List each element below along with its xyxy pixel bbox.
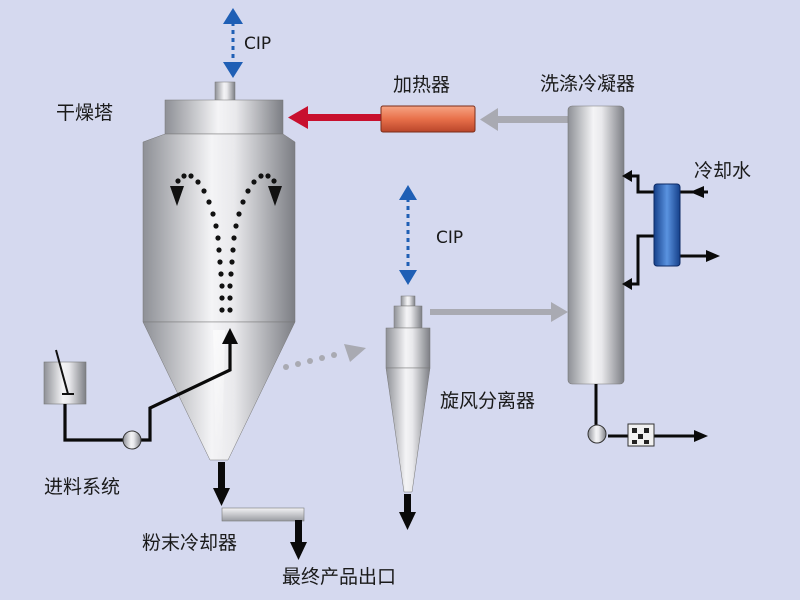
hot-air-arrow — [288, 106, 383, 129]
cooling-return-arrow — [622, 278, 632, 290]
product-outlet-arrow — [290, 520, 307, 560]
label-product-outlet: 最终产品出口 — [282, 566, 397, 588]
cyclone-body — [385, 327, 431, 369]
label-feed-system: 进料系统 — [44, 476, 121, 498]
cip-arrow-cyclone — [399, 185, 417, 285]
condenser-drain-line — [594, 384, 696, 438]
tower-top-cap — [164, 99, 284, 135]
cyclone-top-pipe — [400, 295, 416, 307]
label-tower: 干燥塔 — [56, 102, 114, 124]
cyclone-to-condenser-arrow — [430, 302, 568, 322]
pump-icon — [587, 424, 607, 444]
pump-icon-feed — [122, 430, 142, 450]
rotary-valve-icon — [627, 423, 655, 447]
label-heater: 加热器 — [393, 74, 451, 96]
powder-cooler-tube — [221, 507, 305, 522]
spray-pattern — [175, 173, 277, 313]
cyclone-collar — [393, 305, 423, 329]
spray-plume — [213, 330, 225, 460]
tower-nozzle — [214, 81, 236, 103]
cooling-in-arrow — [622, 170, 632, 182]
scrubber-condenser — [567, 105, 625, 385]
label-condenser: 洗涤冷凝器 — [540, 73, 636, 95]
drying-tower — [142, 81, 296, 461]
label-cyclone: 旋风分离器 — [440, 390, 536, 412]
label-cooling-water: 冷却水 — [694, 160, 752, 182]
label-cip-cyclone: CIP — [436, 228, 464, 248]
tower-to-cyclone-arrow — [283, 344, 366, 370]
cooling-water-exchanger — [653, 183, 681, 267]
drain-outlet-arrow — [694, 430, 708, 442]
feed-arrow-up — [222, 328, 238, 344]
label-cip-top: CIP — [244, 34, 272, 54]
heater-unit — [380, 105, 476, 133]
cip-arrow-top — [223, 8, 243, 78]
feed-line — [63, 340, 232, 442]
tower-outlet-arrow — [213, 462, 230, 506]
cyclone-separator — [385, 295, 431, 493]
label-powder-cooler: 粉末冷却器 — [142, 532, 238, 554]
tower-cylinder — [142, 133, 296, 323]
cooling-water-out-arrow — [706, 250, 720, 262]
air-return-arrow — [480, 108, 569, 131]
cyclone-outlet-arrow — [399, 494, 416, 530]
recirculation-arrow-right — [268, 186, 282, 206]
gauge-tank-icon — [43, 349, 87, 405]
cooling-water-in-arrow — [690, 186, 704, 198]
cyclone-cone — [385, 367, 431, 493]
recirculation-arrow-left — [170, 186, 184, 206]
